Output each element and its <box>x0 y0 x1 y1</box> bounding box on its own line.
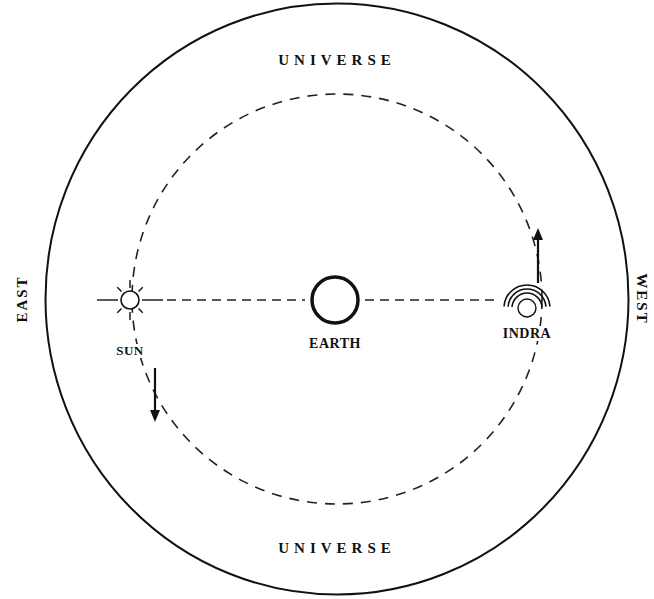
direction-label: WEST <box>634 273 651 324</box>
earth-symbol <box>309 274 361 326</box>
indra-symbol <box>499 280 555 320</box>
dashed-connector <box>167 299 305 301</box>
body-label: SUN <box>114 344 146 358</box>
indra-body: INDRA <box>497 280 557 341</box>
sun-symbol <box>95 278 165 322</box>
body-label: INDRA <box>501 326 553 341</box>
orbit-path <box>132 94 542 504</box>
region-label: UNIVERSE <box>44 540 630 557</box>
earth-body: EARTH <box>305 274 365 351</box>
sun-body: SUN <box>93 278 167 358</box>
direction-label: EAST <box>14 275 31 322</box>
body-label: EARTH <box>307 336 363 351</box>
region-label: UNIVERSE <box>44 52 630 69</box>
sun-direction-arrow <box>150 368 160 422</box>
universe-circle: UNIVERSE UNIVERSE SUN EARTH INDRA <box>44 2 630 596</box>
indra-direction-arrow <box>533 228 543 283</box>
dashed-connector <box>365 299 497 301</box>
